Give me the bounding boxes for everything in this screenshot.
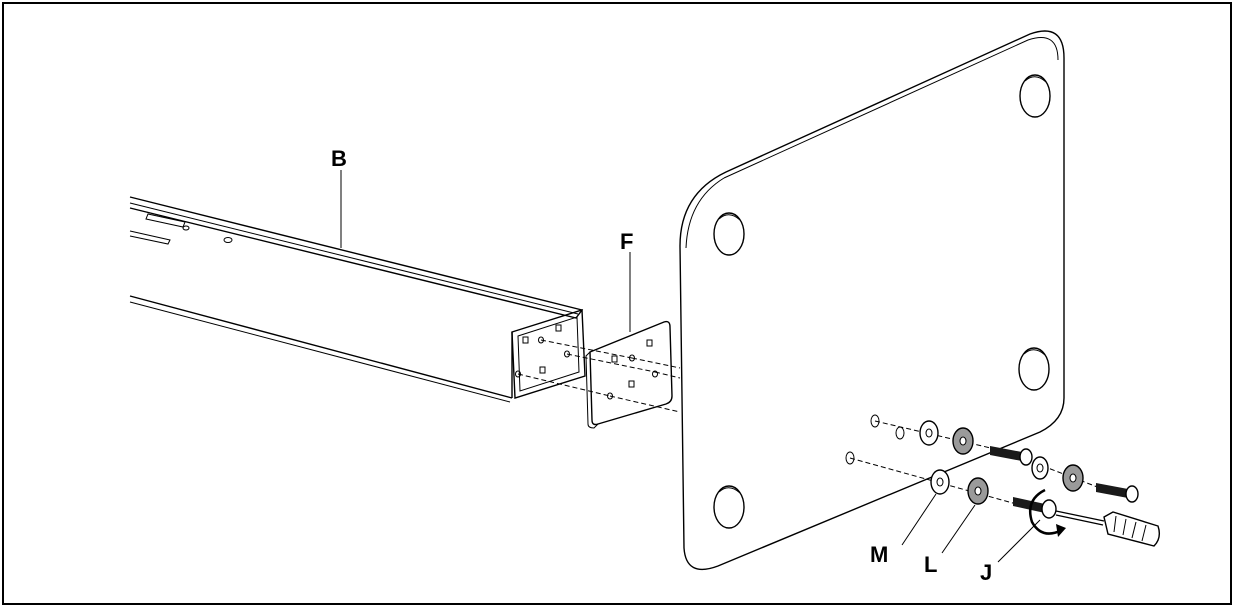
- tabletop-plate: [679, 30, 1065, 571]
- washer-icon: [967, 477, 989, 505]
- fastener-assembly: [845, 414, 1161, 563]
- beam-end-square: [555, 324, 562, 332]
- beam-end-square: [522, 336, 529, 344]
- beam-top-inner-edge: [129, 202, 579, 315]
- beam-end-square: [539, 366, 546, 374]
- tabletop-foot: [713, 212, 745, 256]
- beam-hole: [182, 225, 190, 231]
- label-J: J: [980, 560, 992, 585]
- washer-icon: [930, 469, 950, 495]
- screwdriver-icon: [1055, 510, 1161, 547]
- leader-line-M: [901, 493, 937, 546]
- beam-part: [129, 196, 586, 403]
- screw-icon: [1013, 497, 1057, 519]
- label-L: L: [924, 552, 937, 577]
- tabletop-foot: [713, 485, 745, 529]
- plate-hole: [870, 414, 880, 428]
- beam-bottom-inner-edge: [129, 301, 511, 403]
- tabletop-foot: [1019, 74, 1051, 118]
- beam-bottom-edge: [129, 295, 513, 399]
- label-B: B: [331, 146, 347, 171]
- washer-icon: [952, 427, 974, 455]
- bracket-plate: [585, 320, 673, 429]
- label-M: M: [870, 542, 888, 567]
- washer-icon: [1031, 456, 1049, 480]
- beam-slot: [129, 230, 171, 245]
- leader-line-J: [997, 519, 1041, 563]
- screw-icon: [990, 446, 1033, 466]
- washer-icon: [919, 420, 939, 446]
- plate-hole: [845, 451, 855, 465]
- beam-end-face: [511, 309, 586, 399]
- rotation-arrow-icon: [1028, 488, 1066, 537]
- beam-hole: [223, 237, 233, 243]
- beam-end-hole: [564, 350, 570, 358]
- alignment-lines: [517, 339, 681, 413]
- plate-hole: [895, 426, 905, 440]
- beam-end-inner: [517, 316, 580, 392]
- beam-slot: [145, 213, 186, 228]
- label-F: F: [620, 229, 633, 254]
- beam-end-hole: [515, 370, 521, 378]
- screw-icon: [1096, 483, 1139, 503]
- washer-icon: [1062, 464, 1084, 492]
- tabletop-foot: [1018, 347, 1050, 391]
- leader-line-L: [941, 504, 976, 554]
- beam-top-edge: [129, 196, 584, 319]
